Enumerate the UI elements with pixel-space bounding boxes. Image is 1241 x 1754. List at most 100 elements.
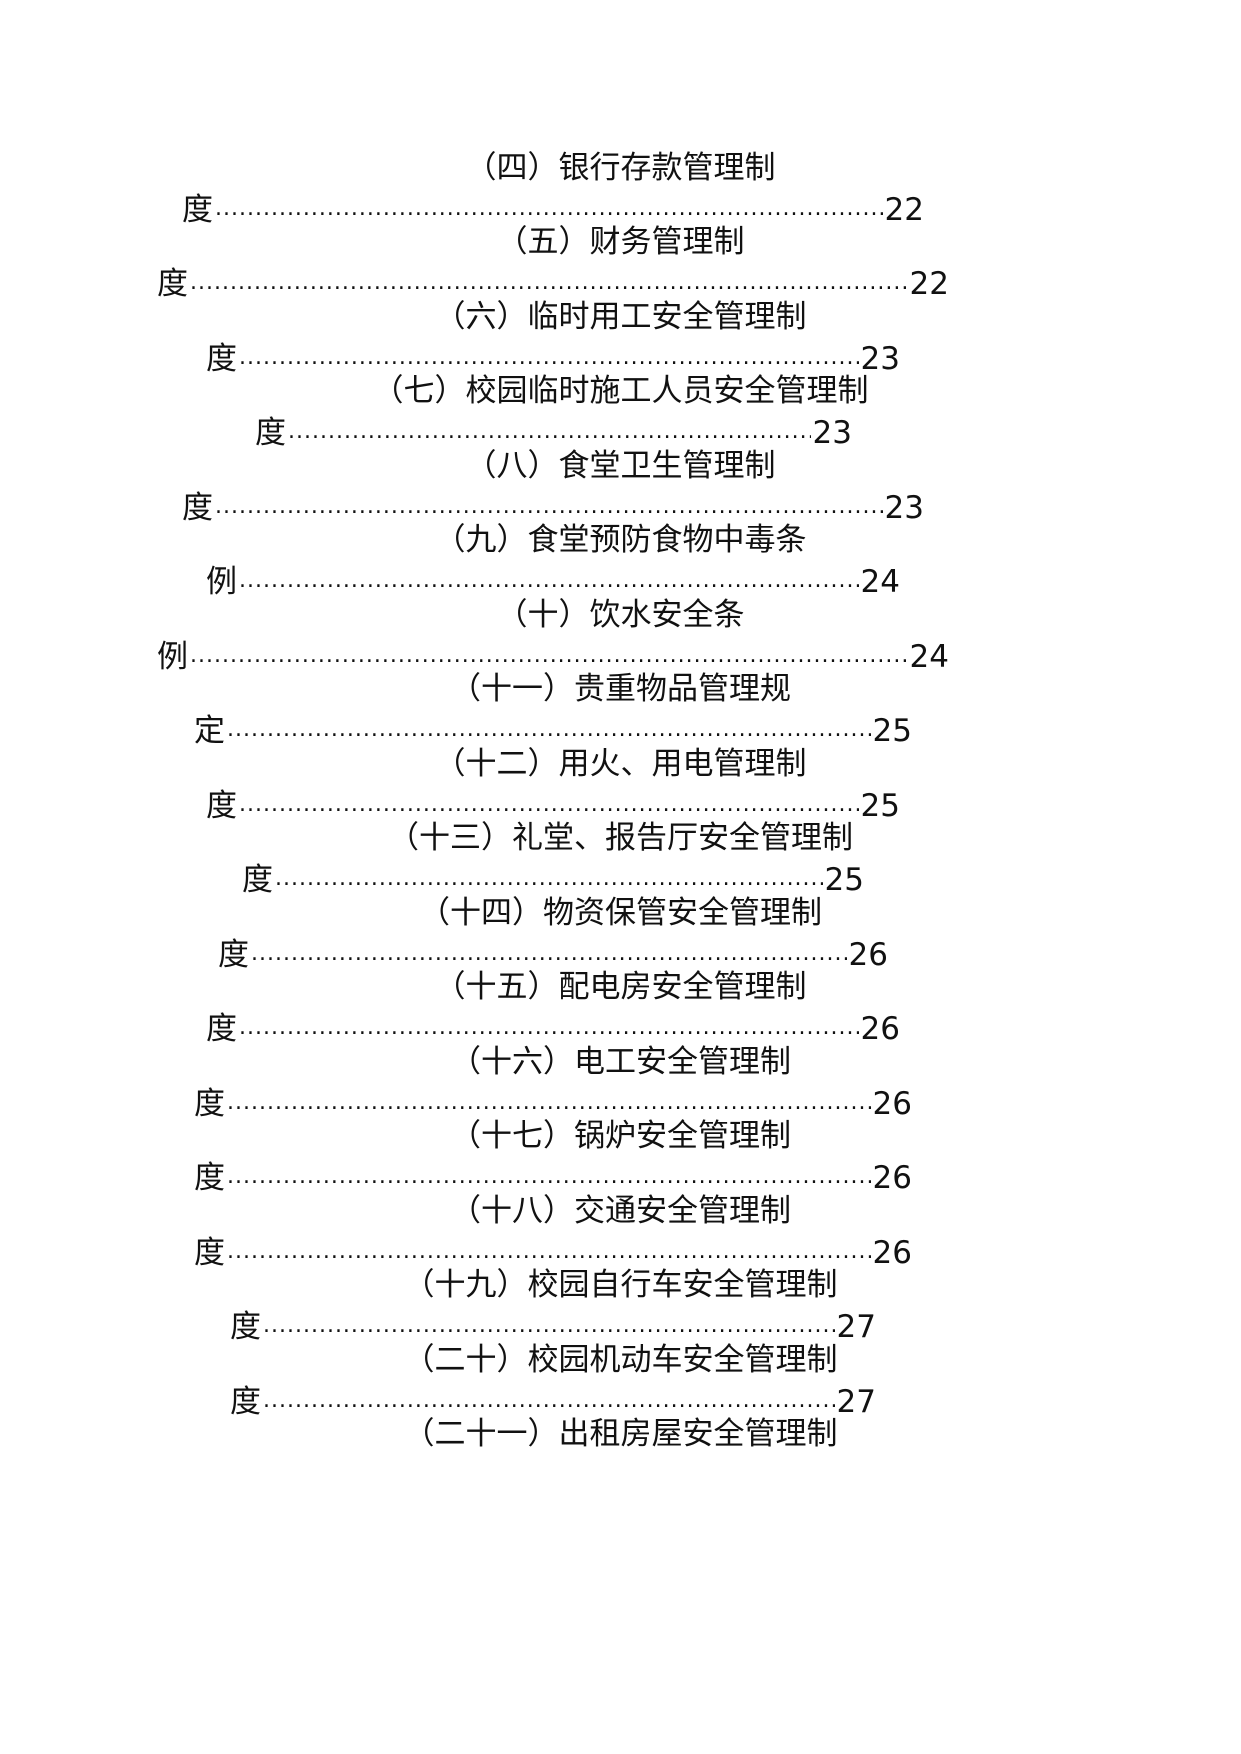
toc-leader-line: 度 ......................................… (182, 190, 924, 230)
toc-entry[interactable]: （十三）礼堂、报告厅安全管理制 度 ......................… (0, 818, 1241, 902)
toc-leader-line: 度 ......................................… (206, 339, 900, 379)
toc-entry-title-tail: 定 (194, 713, 225, 749)
toc-entry[interactable]: （四）银行存款管理制 度 ...........................… (0, 148, 1241, 232)
toc-entry-title-tail: 度 (194, 1160, 225, 1196)
toc-leader-line: 度 ......................................… (194, 1084, 912, 1124)
dot-leader: ........................................… (275, 866, 823, 891)
toc-entry-title: （九）食堂预防食物中毒条 (434, 522, 807, 558)
toc-entry[interactable]: （五）财务管理制 度 .............................… (0, 222, 1241, 306)
toc-entry-title: （五）财务管理制 (496, 224, 745, 260)
toc-entry[interactable]: （七）校园临时施工人员安全管理制 度 .....................… (0, 371, 1241, 455)
toc-page-number: 27 (836, 1309, 876, 1345)
toc-entry-title-tail: 度 (182, 490, 213, 526)
dot-leader: ........................................… (215, 196, 883, 221)
toc-entry[interactable]: （十五）配电房安全管理制 度 .........................… (0, 967, 1241, 1051)
dot-leader: ........................................… (227, 1239, 871, 1264)
dot-leader: ........................................… (190, 643, 908, 668)
dot-leader: ........................................… (288, 419, 811, 444)
toc-page-number: 22 (884, 192, 924, 228)
toc-entry-title-tail: 度 (255, 415, 286, 451)
toc-page-number: 24 (860, 564, 900, 600)
toc-entry-title: （十八）交通安全管理制 (450, 1193, 791, 1229)
toc-page-number: 23 (812, 415, 852, 451)
toc-entry[interactable]: （二十一）出租房屋安全管理制 (0, 1414, 1241, 1498)
toc-entry-title-tail: 度 (242, 862, 273, 898)
toc-page-number: 24 (909, 639, 949, 675)
toc-entry[interactable]: （十四）物资保管安全管理制 度 ........................… (0, 893, 1241, 977)
toc-entry-title: （十九）校园自行车安全管理制 (403, 1267, 838, 1303)
toc-leader-line: 例 ......................................… (157, 637, 949, 677)
toc-leader-line: 度 ......................................… (194, 1158, 912, 1198)
toc-entry-title-tail: 度 (194, 1235, 225, 1271)
toc-entry-title-tail: 度 (230, 1309, 261, 1345)
toc-page-number: 26 (848, 937, 888, 973)
toc-entry[interactable]: （十二）用火、用电管理制 度 .........................… (0, 744, 1241, 828)
toc-entry-title: （七）校园临时施工人员安全管理制 (372, 373, 869, 409)
toc-leader-line: 例 ......................................… (206, 562, 900, 602)
dot-leader: ........................................… (227, 1090, 871, 1115)
toc-entry-title: （十二）用火、用电管理制 (434, 746, 807, 782)
toc-entry-title: （二十一）出租房屋安全管理制 (403, 1416, 838, 1452)
toc-entry-title: （二十）校园机动车安全管理制 (403, 1342, 838, 1378)
toc-entry-title-tail: 度 (206, 341, 237, 377)
toc-leader-line: 度 ......................................… (230, 1307, 876, 1347)
dot-leader: ........................................… (227, 717, 871, 742)
dot-leader: ........................................… (263, 1313, 835, 1338)
toc-page-number: 23 (884, 490, 924, 526)
toc-leader-line: 度 ......................................… (206, 786, 900, 826)
toc-entry[interactable]: （二十）校园机动车安全管理制 度 .......................… (0, 1340, 1241, 1424)
toc-entry-title-tail: 例 (206, 564, 237, 600)
toc-entry-title: （十四）物资保管安全管理制 (419, 895, 822, 931)
dot-leader: ........................................… (227, 1164, 871, 1189)
toc-entry-title-tail: 例 (157, 639, 188, 675)
toc-entry-title: （十六）电工安全管理制 (450, 1044, 791, 1080)
toc-entry[interactable]: （十）饮水安全条 例 .............................… (0, 595, 1241, 679)
toc-leader-line: 度 ......................................… (206, 1009, 900, 1049)
toc-entry[interactable]: （十七）锅炉安全管理制 度 ..........................… (0, 1116, 1241, 1200)
dot-leader: ........................................… (190, 270, 908, 295)
toc-leader-line: 度 ......................................… (182, 488, 924, 528)
toc-entry[interactable]: （六）临时用工安全管理制 度 .........................… (0, 297, 1241, 381)
toc-entry-title: （十）饮水安全条 (496, 597, 745, 633)
toc-leader-line: 度 ......................................… (242, 860, 864, 900)
toc-entry-title-tail: 度 (206, 788, 237, 824)
toc-entry-title: （十一）贵重物品管理规 (450, 671, 791, 707)
toc-entry[interactable]: （九）食堂预防食物中毒条 例 .........................… (0, 520, 1241, 604)
toc-page-number: 26 (860, 1011, 900, 1047)
toc-page-number: 22 (909, 266, 949, 302)
toc-page-number: 26 (872, 1160, 912, 1196)
toc-page-number: 26 (872, 1235, 912, 1271)
toc-leader-line: 度 ......................................… (230, 1382, 876, 1422)
toc-entry-title-tail: 度 (194, 1086, 225, 1122)
toc-entry[interactable]: （十八）交通安全管理制 度 ..........................… (0, 1191, 1241, 1275)
toc-page-number: 25 (872, 713, 912, 749)
toc-entry-title: （十三）礼堂、报告厅安全管理制 (388, 820, 853, 856)
dot-leader: ........................................… (239, 345, 859, 370)
toc-page-number: 25 (860, 788, 900, 824)
toc-entry-title-tail: 度 (230, 1384, 261, 1420)
toc-entry[interactable]: （十六）电工安全管理制 度 ..........................… (0, 1042, 1241, 1126)
toc-page-number: 23 (860, 341, 900, 377)
toc-entry-title-tail: 度 (218, 937, 249, 973)
dot-leader: ........................................… (239, 792, 859, 817)
toc-page-number: 25 (824, 862, 864, 898)
toc-entry-title: （四）银行存款管理制 (465, 150, 776, 186)
toc-page-number: 26 (872, 1086, 912, 1122)
toc-leader-line: 度 ......................................… (194, 1233, 912, 1273)
toc-entry-title: （六）临时用工安全管理制 (434, 299, 807, 335)
toc-entry-title-tail: 度 (182, 192, 213, 228)
toc-entry[interactable]: （十一）贵重物品管理规 定 ..........................… (0, 669, 1241, 753)
dot-leader: ........................................… (239, 1015, 859, 1040)
toc-entry[interactable]: （十九）校园自行车安全管理制 度 .......................… (0, 1265, 1241, 1349)
toc-entry[interactable]: （八）食堂卫生管理制 度 ...........................… (0, 446, 1241, 530)
toc-page-number: 27 (836, 1384, 876, 1420)
toc-leader-line: 度 ......................................… (218, 935, 888, 975)
dot-leader: ........................................… (251, 941, 847, 966)
dot-leader: ........................................… (215, 494, 883, 519)
toc-leader-line: 度 ......................................… (157, 264, 949, 304)
toc-leader-line: 度 ......................................… (255, 413, 852, 453)
toc-entry-title: （八）食堂卫生管理制 (465, 448, 776, 484)
toc-entry-title: （十七）锅炉安全管理制 (450, 1118, 791, 1154)
toc-entry-title: （十五）配电房安全管理制 (434, 969, 807, 1005)
dot-leader: ........................................… (263, 1388, 835, 1413)
